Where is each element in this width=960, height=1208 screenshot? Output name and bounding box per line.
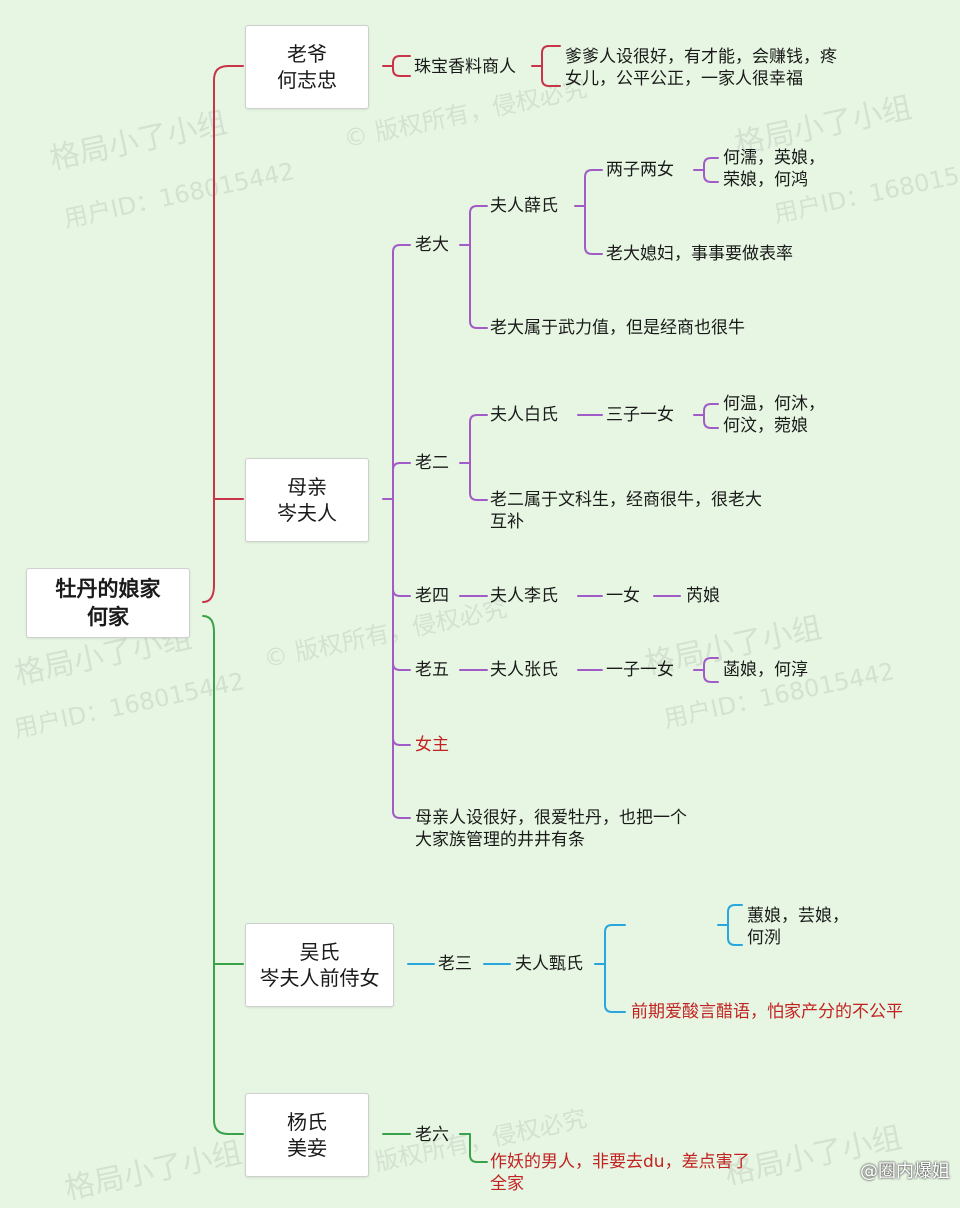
- mother-bracket: [382, 244, 411, 819]
- root-label: 牡丹的娘家 何家: [55, 577, 161, 629]
- eldest-children-count: 两子两女: [606, 160, 674, 180]
- node-father: 老爷 何志忠: [245, 25, 369, 109]
- second-children-count: 三子一女: [606, 405, 674, 425]
- third-children-names: 蕙娘，芸娘， 何洌: [747, 906, 849, 948]
- son-eldest: 老大: [415, 235, 449, 255]
- fifth-wife: 夫人张氏: [490, 660, 558, 680]
- fifth-children-count: 一子一女: [606, 660, 674, 680]
- son-third: 老三: [438, 954, 472, 974]
- weibo-watermark: @圈内爆姐: [860, 1161, 950, 1182]
- heroine-label: 女主: [415, 735, 449, 755]
- watermark-copyright: © 版权所有，侵权必究: [341, 74, 590, 154]
- second-children-names: 何温，何沐， 何汶，菀娘: [723, 394, 825, 436]
- eldest-wife: 夫人薛氏: [490, 196, 558, 216]
- father-occupation: 珠宝香料商人: [414, 57, 516, 77]
- node-wushi: 吴氏 岑夫人前侍女: [245, 923, 394, 1007]
- watermark-brand: 格局小了小组: [61, 1135, 246, 1208]
- eldest-wife-bracket: [574, 169, 603, 255]
- node-wushi-label: 吴氏 岑夫人前侍女: [259, 940, 380, 990]
- node-mother-label: 母亲 岑夫人: [277, 475, 337, 525]
- mother-note: 母亲人设很好，很爱牡丹，也把一个 大家族管理的井井有条: [415, 808, 687, 850]
- eldest-wife-note: 老大媳妇，事事要做表率: [606, 244, 793, 264]
- second-kids-bracket: [693, 403, 719, 429]
- son-second: 老二: [415, 453, 449, 473]
- second-note: 老二属于文科生，经商很牛，很老大 互补: [490, 490, 762, 532]
- third-wife-note: 前期爱酸言醋语，怕家产分的不公平: [631, 1002, 903, 1022]
- root-node: 牡丹的娘家 何家: [26, 568, 190, 638]
- second-wife: 夫人白氏: [490, 405, 558, 425]
- third-kids-bracket: [717, 904, 743, 946]
- son-fourth: 老四: [415, 586, 449, 606]
- eldest-bracket: [459, 205, 488, 329]
- son-fifth: 老五: [415, 660, 449, 680]
- watermark-copyright: © 版权所有，侵权必究: [261, 594, 510, 674]
- third-wife-bracket: [594, 924, 626, 1013]
- node-yangshi-label: 杨氏 美妾: [287, 1110, 327, 1160]
- node-yangshi: 杨氏 美妾: [245, 1093, 369, 1177]
- son-sixth: 老六: [415, 1125, 449, 1145]
- eldest-children-names: 何濡，英娘， 荣娘，何鸿: [723, 148, 825, 190]
- root-connector-red: [202, 65, 244, 603]
- node-mother: 母亲 岑夫人: [245, 458, 369, 542]
- watermark-brand: 格局小了小组: [46, 105, 231, 178]
- third-wife: 夫人甄氏: [515, 954, 583, 974]
- fourth-children-count: 一女: [606, 586, 640, 606]
- node-father-label: 老爷 何志忠: [277, 42, 337, 92]
- second-bracket: [459, 414, 488, 501]
- eldest-kids-bracket: [693, 157, 719, 183]
- fifth-children-names: 菡娘，何淳: [723, 660, 808, 680]
- fourth-children-names: 芮娘: [686, 586, 720, 606]
- fourth-wife: 夫人李氏: [490, 586, 558, 606]
- eldest-note: 老大属于武力值，但是经商也很牛: [490, 318, 745, 338]
- sixth-note: 作妖的男人，非要去du，差点害了 全家: [490, 1152, 750, 1194]
- father-bracket: [382, 55, 411, 77]
- father-description: 爹爹人设很好，有才能，会赚钱，疼 女儿，公平公正，一家人很幸福: [565, 47, 837, 89]
